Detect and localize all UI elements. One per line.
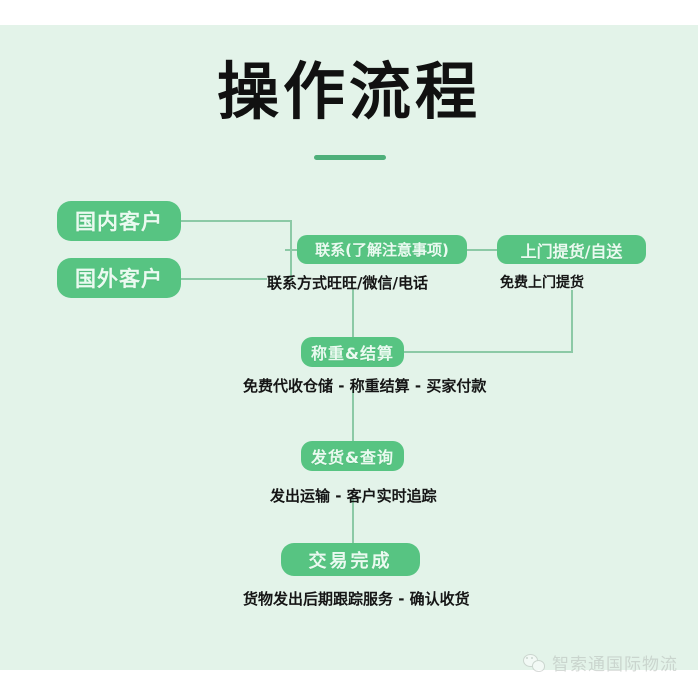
caption-transaction-complete: 货物发出后期跟踪服务 - 确认收货	[243, 590, 470, 608]
connector-contact-to-weigh	[352, 289, 354, 337]
node-domestic-customer[interactable]: 国内客户	[57, 201, 181, 241]
caption-weigh-settle: 免费代收仓储 - 称重结算 - 买家付款	[243, 377, 487, 395]
page-title: 操作流程	[216, 55, 481, 128]
node-contact[interactable]: 联系(了解注意事项)	[297, 235, 467, 264]
connector-ship-to-done	[352, 498, 354, 543]
watermark: 智索通国际物流	[523, 650, 678, 675]
node-weigh-settle[interactable]: 称重&结算	[301, 337, 404, 367]
node-transaction-complete[interactable]: 交易完成	[281, 543, 420, 576]
connector-pickup-to-weigh	[404, 351, 573, 353]
caption-pickup: 免费上门提货	[500, 275, 584, 291]
connector-weigh-to-ship	[352, 390, 354, 441]
wechat-icon	[523, 653, 545, 673]
connector-pickup-down	[571, 290, 573, 352]
connector-contact-to-pickup	[467, 249, 498, 251]
connector-domestic-to-spine	[181, 220, 291, 222]
connector-overseas-to-spine	[181, 278, 267, 280]
caption-ship-track: 发出运输 - 客户实时追踪	[270, 487, 437, 505]
connector-spine-to-contact	[285, 249, 298, 251]
caption-contact: 联系方式旺旺/微信/电话	[267, 274, 428, 292]
node-overseas-customer[interactable]: 国外客户	[57, 258, 181, 298]
node-ship-track[interactable]: 发货&查询	[301, 441, 404, 471]
node-pickup[interactable]: 上门提货/自送	[497, 235, 646, 264]
watermark-text: 智索通国际物流	[552, 655, 678, 675]
title-divider	[314, 155, 386, 160]
